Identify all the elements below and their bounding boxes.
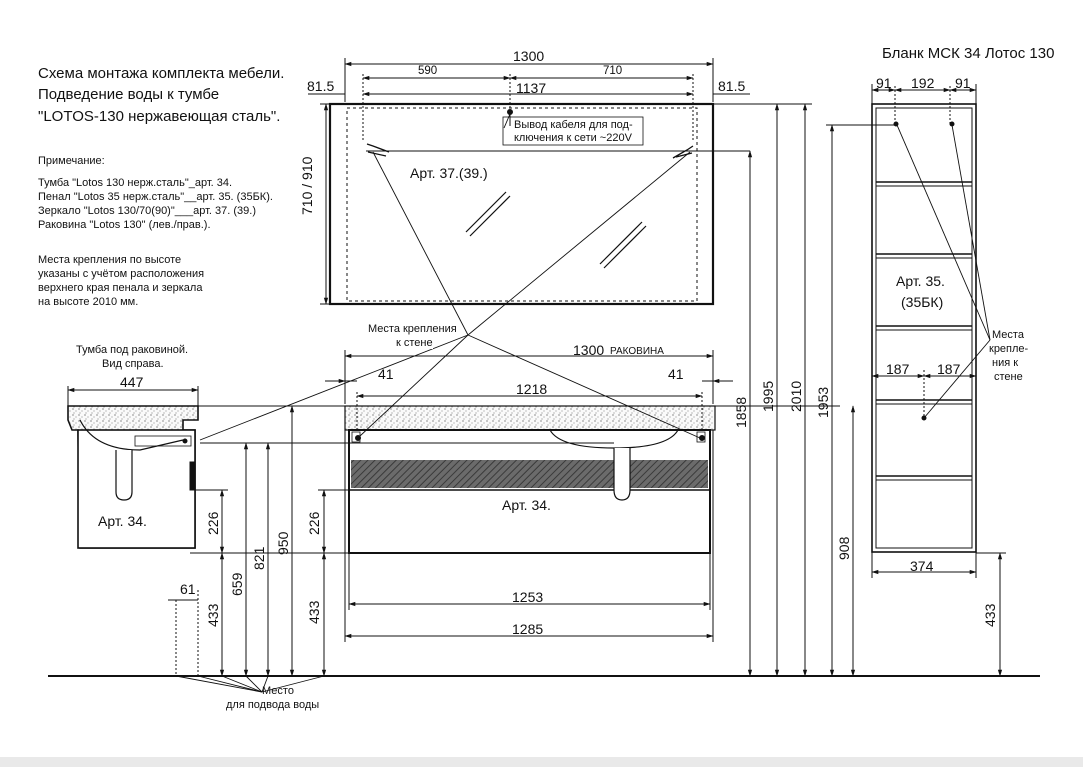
note-item-1: Тумба "Lotos 130 нерж.сталь"_арт. 34. (38, 177, 233, 189)
dim-side-433: 433 (205, 603, 221, 627)
heading-line-3: "LOTOS-130 нержавеющая сталь". (38, 108, 281, 125)
dim-height-1858: 1858 (733, 396, 749, 428)
cable-note-1: Вывод кабеля для под- (514, 119, 633, 131)
side-view-label: Арт. 34. (98, 513, 147, 529)
water-label-1: Место (262, 685, 294, 697)
dim-vanity-left: 41 (378, 366, 394, 382)
vanity-front-outline (344, 405, 716, 554)
note-item-4: Раковина "Lotos 130" (лев./прав.). (38, 219, 211, 231)
dim-cabinet-c: 91 (955, 75, 971, 91)
heading-line-2: Подведение воды к тумбе (38, 86, 220, 103)
dim-mirror-right-offset: 81.5 (718, 78, 746, 94)
dim-side-depth: 447 (120, 374, 144, 390)
mirror-outline (328, 102, 715, 306)
dim-mirror-right-half: 710 (603, 65, 623, 77)
side-view-title-2: Вид справа. (102, 358, 164, 370)
dim-height-1995: 1995 (760, 380, 776, 412)
mounting-note-3: верхнего края пенала и зеркала (38, 282, 203, 294)
mounting-note-1: Места крепления по высоте (38, 254, 182, 266)
cabinet-label-2: (35БК) (901, 294, 944, 310)
dim-vanity-433: 433 (306, 600, 322, 624)
dim-sink-width: 1300 (573, 342, 605, 358)
vanity-label: Арт. 34. (502, 497, 551, 513)
vanity-side-outline (67, 405, 199, 549)
mounting-points-label-1: Места крепления (368, 323, 457, 335)
dim-height-908: 908 (836, 536, 852, 560)
cabinet-label-1: Арт. 35. (896, 273, 945, 289)
dim-cabinet-width: 374 (910, 558, 934, 574)
mirror-label: Арт. 37.(39.) (410, 165, 488, 181)
dim-mirror-left-offset: 81.5 (307, 78, 335, 94)
bottom-edge (0, 757, 1083, 767)
note-item-3: Зеркало "Lotos 130/70(90)"___арт. 37. (3… (38, 205, 256, 217)
dim-cabinet-a: 91 (876, 75, 892, 91)
dim-height-1953: 1953 (815, 386, 831, 418)
notes-title: Примечание: (38, 155, 105, 167)
note-item-2: Пенал "Lotos 35 нерж.сталь"__арт. 35. (3… (38, 191, 273, 203)
dim-mirror-width: 1300 (513, 48, 545, 64)
form-title: Бланк МСК 34 Лотос 130 (882, 45, 1055, 62)
dim-cabinet-433: 433 (982, 603, 998, 627)
dim-side-61: 61 (180, 581, 196, 597)
cabinet-mount-3: ния к (992, 357, 1019, 369)
mounting-note-2: указаны с учётом расположения (38, 268, 205, 280)
dim-mirror-inner: 1137 (516, 80, 547, 96)
dim-mirror-height: 710 / 910 (299, 156, 315, 215)
mounting-note-4: на высоте 2010 мм. (38, 296, 139, 308)
cabinet-mount-1: Места (992, 329, 1024, 341)
dim-side-659: 659 (229, 572, 245, 596)
dim-side-226: 226 (205, 511, 221, 535)
dim-vanity-inner: 1218 (516, 381, 548, 397)
dim-cabinet-d: 187 (886, 361, 910, 377)
dim-side-821: 821 (251, 546, 267, 570)
dim-cabinet-b: 192 (911, 75, 935, 91)
dim-vanity-1253: 1253 (512, 589, 544, 605)
heading-line-1: Схема монтажа комплекта мебели. (38, 65, 285, 82)
cabinet-mount-2: крепле- (989, 343, 1029, 355)
cabinet-mount-4: стене (994, 371, 1023, 383)
dim-side-950: 950 (275, 531, 291, 555)
water-label-2: для подвода воды (226, 699, 320, 711)
dim-cabinet-e: 187 (937, 361, 961, 377)
dim-mirror-left-half: 590 (418, 65, 438, 77)
dim-vanity-1285: 1285 (512, 621, 544, 637)
mounting-points-label-2: к стене (396, 337, 433, 349)
dim-vanity-right: 41 (668, 366, 684, 382)
sink-word: РАКОВИНА (610, 346, 664, 357)
dim-vanity-226: 226 (306, 511, 322, 535)
dim-height-2010: 2010 (788, 380, 804, 412)
cable-note-2: ключения к сети ~220V (514, 132, 632, 144)
side-view-title-1: Тумба под раковиной. (76, 344, 189, 356)
